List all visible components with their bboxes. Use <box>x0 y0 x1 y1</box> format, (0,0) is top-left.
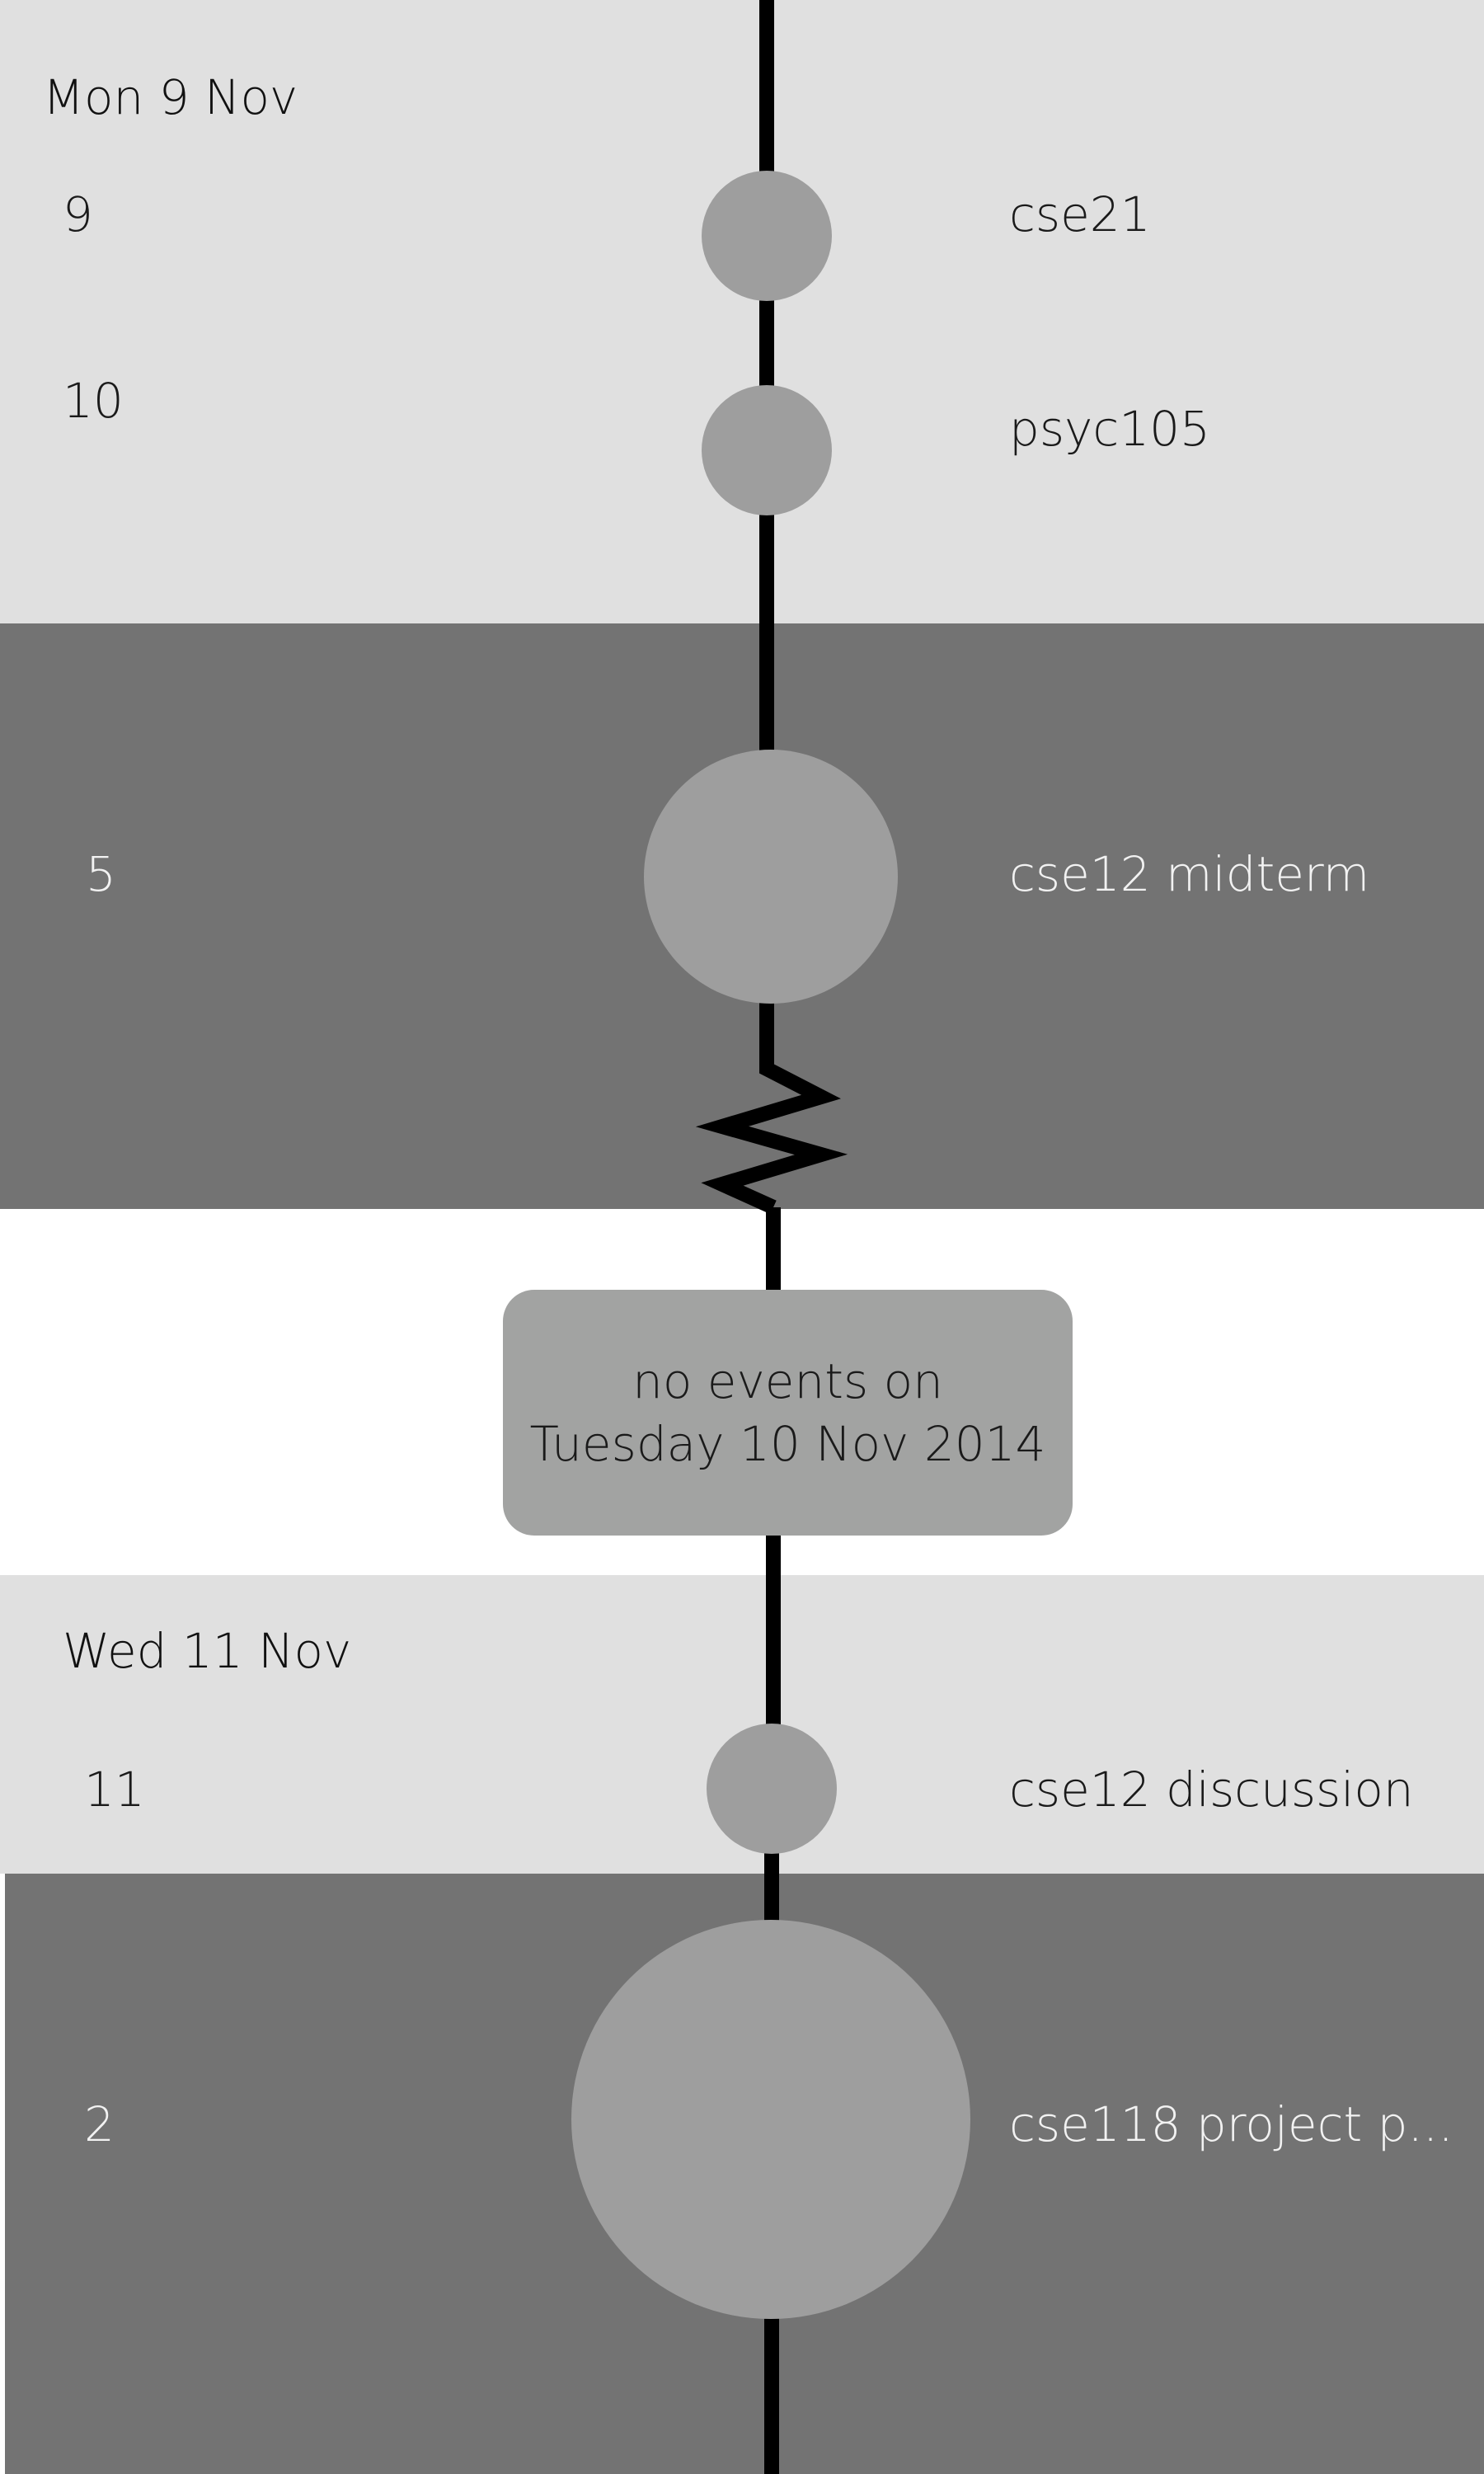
event-node[interactable] <box>707 1724 837 1854</box>
event-title[interactable]: cse12 midterm <box>1009 846 1370 902</box>
timeline-break-icon <box>695 1023 848 1215</box>
no-events-text: no events on <box>632 1353 943 1409</box>
event-hour: 10 <box>63 373 124 429</box>
event-node[interactable] <box>702 171 832 301</box>
day-header: Wed 11 Nov <box>63 1623 352 1679</box>
event-hour: 2 <box>84 2096 115 2152</box>
no-events-card: no events on Tuesday 10 Nov 2014 <box>503 1290 1073 1536</box>
event-hour: 11 <box>84 1761 145 1818</box>
day-header: Mon 9 Nov <box>43 69 298 125</box>
day-section-mon <box>0 0 1484 623</box>
event-title[interactable]: cse12 discussion <box>1009 1761 1414 1818</box>
event-hour: 5 <box>86 846 116 902</box>
no-events-date: Tuesday 10 Nov 2014 <box>529 1416 1046 1472</box>
event-title[interactable]: cse21 <box>1009 186 1151 242</box>
event-node[interactable] <box>702 385 832 515</box>
event-node[interactable] <box>644 750 898 1004</box>
event-title[interactable]: cse118 project p... <box>1009 2096 1453 2152</box>
event-title[interactable]: psyc105 <box>1009 401 1210 457</box>
event-hour: 9 <box>63 186 93 242</box>
event-node[interactable] <box>571 1920 970 2319</box>
